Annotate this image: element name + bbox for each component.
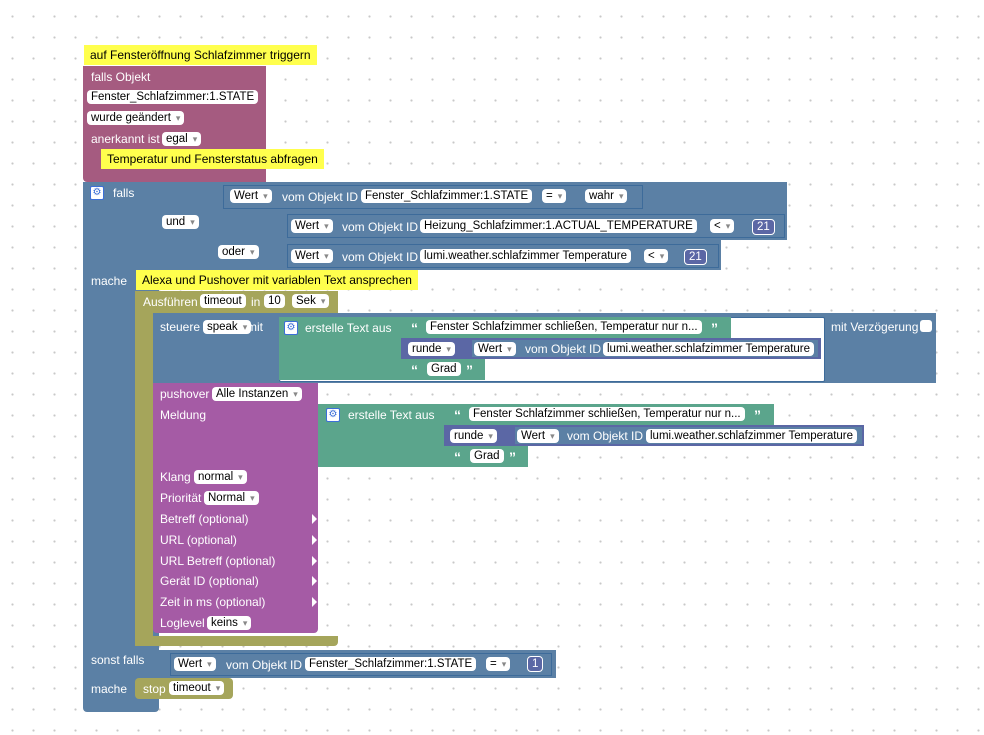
pushover-url-label: URL (optional) [160, 533, 237, 547]
trigger-ack-label: anerkannt ist [91, 132, 160, 146]
cond1-value[interactable]: wahr [585, 189, 628, 203]
logic-or-dropdown[interactable]: oder [218, 245, 259, 259]
pushover-subject-input-icon[interactable] [312, 514, 317, 524]
pushover-url-input-icon[interactable] [312, 535, 317, 545]
alexa-control-label: steuere [160, 320, 201, 334]
pushover-url-subject-input-icon[interactable] [312, 556, 317, 566]
pushover-block[interactable] [153, 383, 318, 633]
pushover-message-label: Meldung [160, 408, 207, 422]
pushover-quote-open-icon: “ [454, 407, 461, 423]
cond2-field-dropdown[interactable]: Wert [291, 219, 333, 233]
alexa-text1-field[interactable]: Fenster Schlafzimmer schließen, Temperat… [426, 320, 702, 334]
alexa-text-gear-icon[interactable]: ⚙ [284, 321, 298, 335]
timeout-unit-dropdown[interactable]: Sek [292, 294, 330, 308]
pushover-instance-dropdown[interactable]: Alle Instanzen [212, 387, 302, 401]
alexa-quote-close2-icon: ” [466, 362, 473, 378]
cond3-operator[interactable]: < [644, 249, 669, 263]
timeout-in-label: in [251, 295, 261, 309]
if-mache2-label: mache [91, 682, 128, 696]
cond2-operator[interactable]: < [710, 219, 735, 233]
alexa-delay-checkbox[interactable] [920, 320, 932, 332]
if-block-foot [83, 700, 159, 712]
cond2-object-id[interactable]: Heizung_Schlafzimmer:1.ACTUAL_TEMPERATUR… [420, 219, 697, 233]
pushover-text-gear-icon[interactable]: ⚙ [326, 408, 340, 422]
cond4-label: vom Objekt ID [226, 658, 303, 672]
pushover-field-dropdown[interactable]: Wert [517, 429, 559, 443]
timeout-block-foot [135, 636, 338, 646]
pushover-text1-field[interactable]: Fenster Schlafzimmer schließen, Temperat… [469, 407, 745, 421]
pushover-text2-field[interactable]: Grad [470, 449, 504, 463]
alexa-obj-label: vom Objekt ID [525, 342, 602, 356]
alexa-mode-dropdown[interactable]: speak [203, 320, 252, 334]
if-comment[interactable]: Temperatur und Fensterstatus abfragen [101, 149, 324, 169]
trigger-object-id-field[interactable]: Fenster_Schlafzimmer:1.STATE [87, 90, 259, 104]
pushover-priority-label: Priorität [160, 491, 202, 505]
pushover-quote-close2-icon: ” [509, 449, 516, 465]
timeout-name-field[interactable]: timeout [200, 294, 246, 308]
cond4-object-id[interactable]: Fenster_Schlafzimmer:1.STATE [305, 657, 477, 671]
alexa-delay-label: mit Verzögerung [831, 320, 919, 334]
cond3-label: vom Objekt ID [342, 250, 419, 264]
trigger-if-object-label: falls Objekt [91, 70, 151, 84]
alexa-text-side [279, 317, 401, 380]
pushover-quote-open2-icon: “ [454, 449, 461, 465]
if-mache-label: mache [91, 274, 128, 288]
pushover-text-label: erstelle Text aus [348, 408, 435, 422]
logic-and-dropdown[interactable]: und [162, 215, 199, 229]
if-else-if-label: sonst falls [91, 653, 145, 667]
pushover-obj-label: vom Objekt ID [567, 429, 644, 443]
cond2-label: vom Objekt ID [342, 220, 419, 234]
pushover-loglevel-dropdown[interactable]: keins [207, 616, 252, 630]
stop-label: stop [143, 682, 166, 696]
pushover-device-label: Gerät ID (optional) [160, 574, 259, 588]
trigger-change-dropdown[interactable]: wurde geändert [87, 111, 185, 125]
stop-timeout-dropdown[interactable]: timeout [169, 681, 225, 695]
pushover-label: pushover [160, 387, 210, 401]
pushover-loglevel-label: Loglevel [160, 616, 205, 630]
pushover-sound-dropdown[interactable]: normal [194, 470, 247, 484]
alexa-quote-close-icon: ” [711, 320, 718, 336]
alexa-obj-id[interactable]: lumi.weather.schlafzimmer Temperature [603, 342, 815, 356]
pushover-time-label: Zeit in ms (optional) [160, 595, 266, 609]
timeout-block-side [135, 313, 153, 646]
cond1-object-id[interactable]: Fenster_Schlafzimmer:1.STATE [361, 189, 533, 203]
alexa-round-dropdown[interactable]: runde [408, 342, 455, 356]
trigger-comment[interactable]: auf Fensteröffnung Schlafzimmer triggern [84, 45, 317, 65]
cond4-field-dropdown[interactable]: Wert [174, 657, 216, 671]
trigger-ack-dropdown[interactable]: egal [162, 132, 202, 146]
cond4-operator[interactable]: = [486, 657, 511, 671]
pushover-sound-label: Klang [160, 470, 191, 484]
if-falls-label: falls [113, 186, 135, 200]
alexa-text2-field[interactable]: Grad [427, 362, 461, 376]
cond1-operator[interactable]: = [542, 189, 567, 203]
alexa-comment[interactable]: Alexa und Pushover mit variablen Text an… [136, 270, 418, 290]
cond4-value[interactable]: 1 [527, 656, 544, 672]
cond3-value[interactable]: 21 [684, 249, 707, 265]
alexa-quote-open-icon: “ [411, 320, 418, 336]
cond3-field-dropdown[interactable]: Wert [291, 249, 333, 263]
pushover-priority-dropdown[interactable]: Normal [204, 491, 259, 505]
cond3-object-id[interactable]: lumi.weather.schlafzimmer Temperature [420, 249, 632, 263]
timeout-label: Ausführen [143, 295, 198, 309]
cond1-label: vom Objekt ID [282, 190, 359, 204]
pushover-subject-label: Betreff (optional) [160, 512, 249, 526]
if-gear-icon[interactable]: ⚙ [90, 186, 104, 200]
cond2-value[interactable]: 21 [752, 219, 775, 235]
pushover-device-input-icon[interactable] [312, 576, 317, 586]
pushover-url-subject-label: URL Betreff (optional) [160, 554, 276, 568]
pushover-obj-id[interactable]: lumi.weather.schlafzimmer Temperature [646, 429, 858, 443]
pushover-time-input-icon[interactable] [312, 597, 317, 607]
alexa-text-label: erstelle Text aus [305, 321, 392, 335]
pushover-round-dropdown[interactable]: runde [450, 429, 497, 443]
cond1-field-dropdown[interactable]: Wert [230, 189, 272, 203]
pushover-quote-close-icon: ” [754, 407, 761, 423]
alexa-field-dropdown[interactable]: Wert [474, 342, 516, 356]
alexa-mit-label: mit [247, 320, 263, 334]
alexa-quote-open2-icon: “ [411, 362, 418, 378]
timeout-value-field[interactable]: 10 [264, 294, 285, 308]
